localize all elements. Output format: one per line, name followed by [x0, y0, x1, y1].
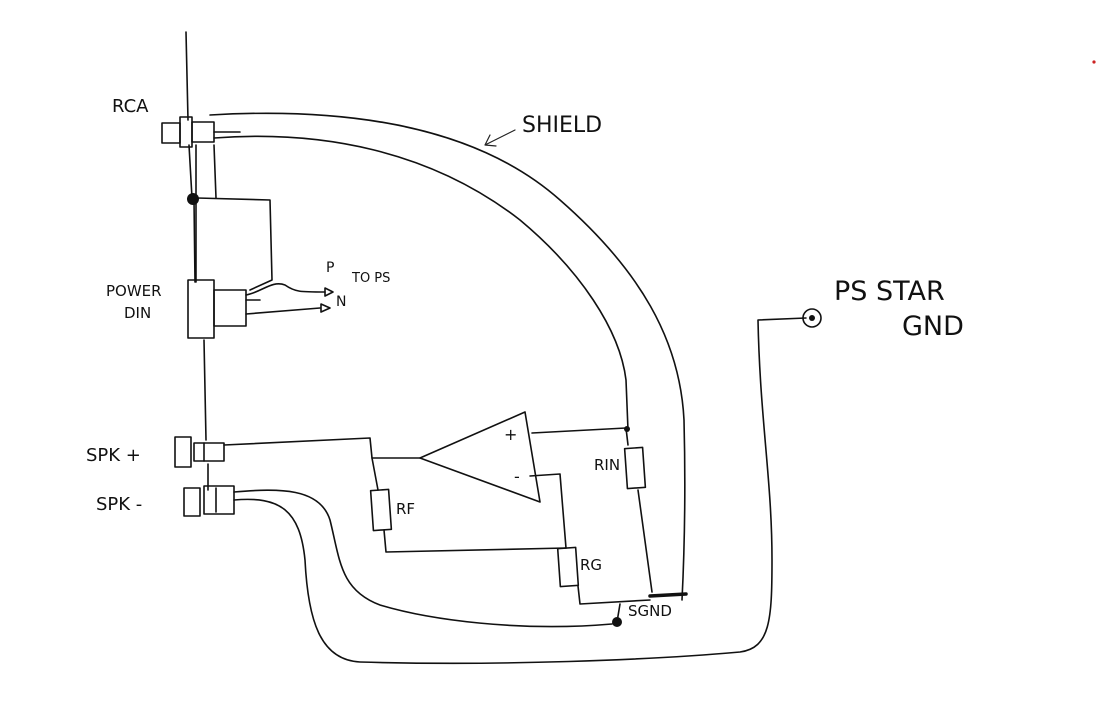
label-ps-star: PS STAR [834, 276, 945, 307]
label-rf: RF [396, 500, 415, 518]
label-rg: RG [580, 556, 602, 574]
shield-cable-inner [213, 135, 629, 431]
sgnd-bar [648, 592, 688, 598]
opamp-plus-wire [531, 427, 629, 446]
label-opamp-minus: - [514, 467, 520, 486]
ps-star-gnd-center [809, 315, 815, 321]
label-opamp-plus: + [504, 425, 517, 444]
stray-dot [1092, 60, 1096, 64]
label-p: P [326, 260, 334, 276]
rf-wire [371, 457, 567, 553]
spk-minus-return [233, 489, 613, 628]
spk-plus-terminal [174, 436, 225, 468]
p-arrow [324, 287, 334, 297]
n-arrow [320, 303, 331, 313]
label-spk-minus: SPK - [96, 494, 142, 515]
n-lead [245, 307, 321, 315]
sgnd-drop [616, 603, 621, 623]
ps-star-gnd-terminal [802, 308, 822, 328]
din-ground-loop [196, 197, 273, 291]
label-spk-plus: SPK + [86, 445, 141, 466]
rin-node [624, 426, 630, 432]
spk-minus-long-return [233, 317, 807, 665]
label-power: POWER [106, 282, 162, 300]
rf-resistor [369, 488, 393, 532]
shield-arrow [484, 129, 516, 147]
rca-jack [161, 116, 241, 148]
rin-to-sgnd [637, 489, 653, 593]
chassis-rail [185, 31, 209, 491]
power-din-connector [187, 279, 261, 339]
opamp-triangle [419, 411, 541, 503]
label-to-ps: TO PS [351, 271, 390, 286]
label-din: DIN [124, 304, 151, 322]
chassis-ground-node [187, 193, 199, 205]
label-rin: RIN [594, 456, 620, 474]
label-gnd: GND [902, 311, 964, 342]
rin-resistor [623, 446, 647, 490]
spk-plus-wire [223, 437, 421, 459]
p-lead [245, 283, 326, 296]
label-shield: SHIELD [522, 113, 602, 138]
rca-ground-wires [195, 144, 217, 201]
rg-resistor [556, 546, 580, 588]
spk-minus-terminal [183, 485, 235, 517]
label-rca: RCA [112, 96, 149, 117]
label-sgnd: SGND [628, 602, 672, 620]
label-n: N [336, 294, 346, 310]
shield-cable-outer [209, 112, 686, 601]
rg-to-sgnd [577, 585, 651, 605]
opamp-minus-wire [529, 473, 567, 549]
